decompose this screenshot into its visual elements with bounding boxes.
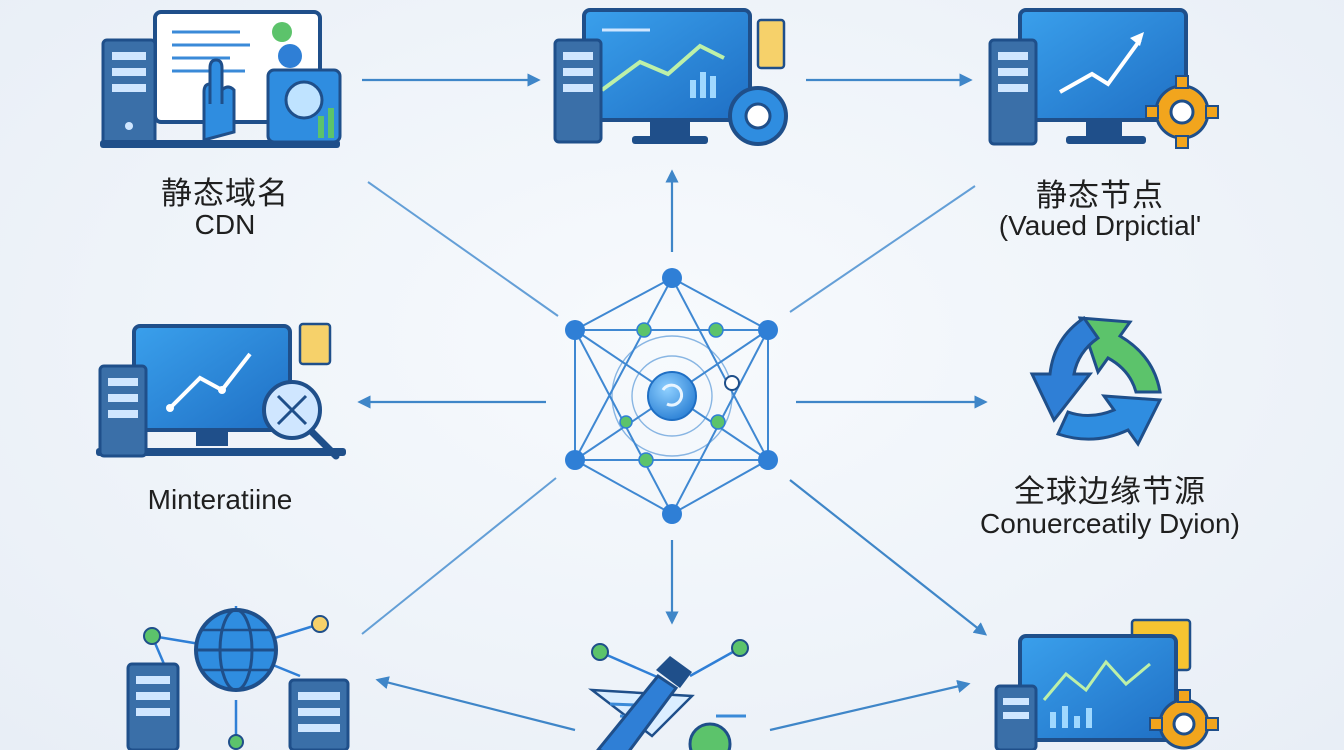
mid-left-subtitle: Minteratiine: [147, 484, 293, 515]
spoke-top-left: [367, 181, 559, 317]
pen-tool-icon: [587, 639, 749, 750]
arrow-bottom-center-to-bottom-right: [769, 679, 971, 732]
connector-arrows: [357, 73, 988, 732]
network-hub-icon: [565, 268, 778, 524]
analytics-monitor-icon: [553, 8, 788, 146]
mid-right-title: 全球边缘节源: [1014, 474, 1206, 510]
top-right-subtitle: (Vaued Drpictial': [998, 210, 1202, 241]
network-globe-icon: [126, 606, 350, 750]
spoke-bottom-left: [361, 477, 557, 635]
spoke-lines: [361, 181, 976, 635]
spoke-top-right: [789, 185, 976, 313]
recycle-icon: [1029, 315, 1163, 447]
top-left-title: 静态域名: [161, 176, 289, 212]
arrow-hub-to-bottom-right: [789, 479, 988, 636]
arrow-bottom-center-to-bottom-left: [375, 676, 576, 732]
dashboard-gear-icon: [994, 618, 1219, 750]
workstation-hand-icon: [100, 10, 342, 148]
mid-right-subtitle: Conuercеatily Dyion): [980, 508, 1240, 539]
monitor-gear-icon: [988, 8, 1219, 149]
monitor-search-icon: [96, 322, 346, 460]
top-left-subtitle: CDN: [194, 209, 256, 240]
top-right-title: 静态节点: [1036, 178, 1164, 214]
